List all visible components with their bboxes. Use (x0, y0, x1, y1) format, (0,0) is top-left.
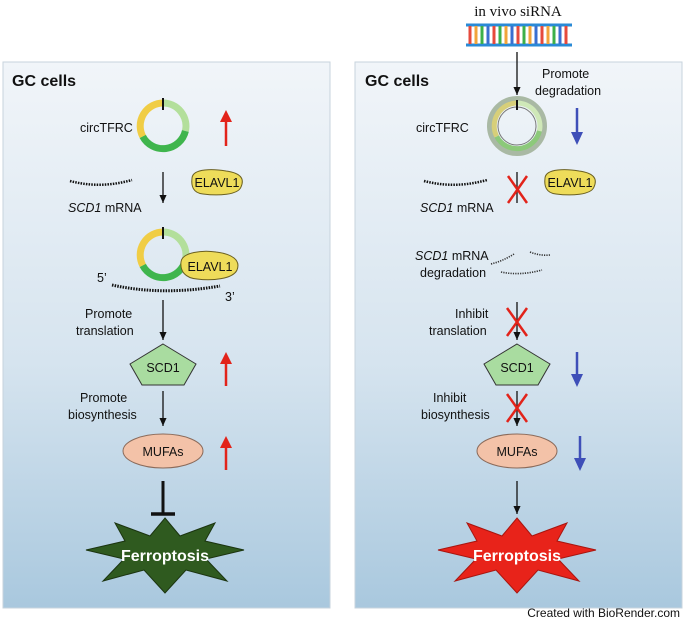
right-degraded-mrna-fragments (490, 251, 551, 275)
right-circtfrc-ring (487, 96, 547, 156)
right-panel: GC cells in vivo siRNA Promote deg (354, 4, 683, 609)
right-ferroptosis-burst (437, 517, 597, 594)
left-panel: GC cells circTFRC SCD1 mRNA ELAVL1 ELAVL… (2, 61, 331, 609)
right-elavl1-blob (544, 169, 596, 196)
left-three-prime: 3’ (225, 290, 235, 304)
left-step2-line2: biosynthesis (68, 408, 137, 422)
right-step1-line1: Inhibit (455, 307, 489, 321)
right-block-cross-3 (505, 393, 529, 423)
left-step2-line1: Promote (80, 391, 127, 405)
right-mufas-label: MUFAs (497, 445, 538, 459)
right-mrna-label: SCD1 mRNA (420, 201, 494, 215)
right-circ-down-arrowhead (571, 132, 583, 145)
right-step1-line2: translation (429, 324, 487, 338)
left-scd1-pentagon (129, 343, 197, 386)
right-promote-line2: degradation (535, 84, 601, 98)
left-circtfrc-ring (136, 98, 190, 153)
left-complex-mrna (111, 283, 221, 293)
right-scd1-down-arrowhead (571, 374, 583, 387)
right-block-cross-2 (505, 307, 529, 337)
right-circ-label: circTFRC (416, 121, 469, 135)
left-step1-line1: Promote (85, 307, 132, 321)
right-block-cross-1 (506, 175, 529, 204)
right-scd1-pentagon (483, 343, 551, 386)
left-circ-label: circTFRC (80, 121, 133, 135)
left-ferroptosis-burst (85, 517, 245, 594)
right-step2-line2: biosynthesis (421, 408, 490, 422)
left-circ-up-arrowhead (220, 110, 232, 122)
left-mrna-label: SCD1 mRNA (68, 201, 142, 215)
left-scd1-up-arrowhead (220, 352, 232, 364)
sirna-duplex (466, 23, 572, 47)
right-scd1-label: SCD1 (500, 361, 533, 375)
sirna-label: in vivo siRNA (474, 4, 562, 20)
right-mufas-down-arrowhead (574, 458, 586, 471)
left-step1-line2: translation (76, 324, 134, 338)
left-complex-elavl1-blob (180, 250, 239, 281)
left-elavl1-label: ELAVL1 (195, 176, 240, 190)
right-ferroptosis-label: Ferroptosis (473, 548, 561, 565)
left-elavl1-blob (191, 169, 243, 196)
left-complex-elavl1-label: ELAVL1 (188, 260, 233, 274)
biorender-credit: Created with BioRender.com (527, 606, 680, 620)
right-mrna-strand (423, 178, 488, 187)
right-panel-title: GC cells (365, 73, 429, 90)
left-mufas-up-arrowhead (220, 436, 232, 448)
right-step2-line1: Inhibit (433, 391, 467, 405)
right-mufas-ellipse (476, 433, 558, 469)
left-ferroptosis-label: Ferroptosis (121, 548, 209, 565)
right-promote-line1: Promote (542, 67, 589, 81)
left-five-prime: 5’ (97, 271, 107, 285)
left-mufas-ellipse (122, 433, 204, 469)
right-elavl1-label: ELAVL1 (548, 176, 593, 190)
right-degr-line1: SCD1 mRNA (415, 249, 489, 263)
left-mufas-label: MUFAs (143, 445, 184, 459)
left-panel-title: GC cells (12, 73, 76, 90)
right-degr-line2: degradation (420, 266, 486, 280)
left-scd1-label: SCD1 (146, 361, 179, 375)
left-mrna-strand (69, 178, 133, 186)
